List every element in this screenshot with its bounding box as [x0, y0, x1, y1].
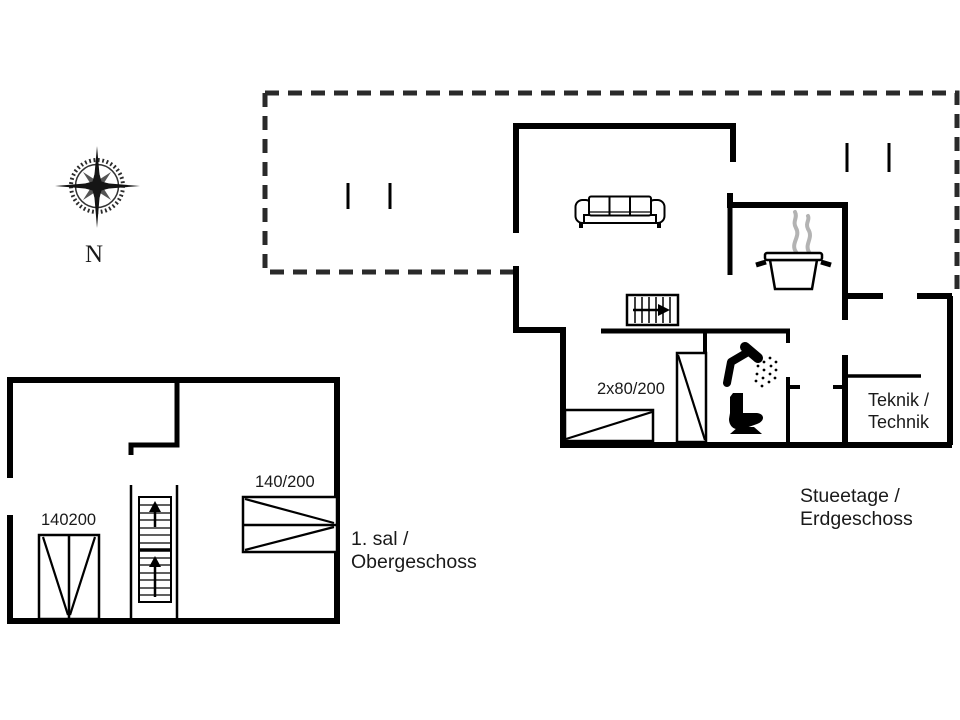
dashed-footprint-outline: [262, 90, 960, 297]
wardrobe-icon-bedroom: [675, 351, 708, 444]
technik-room-label-line1: Teknik /: [868, 390, 930, 410]
stairs-up-icon: [138, 496, 172, 603]
shower-icon: [723, 342, 778, 388]
bed-dimension-label-ground: 2x80/200: [597, 380, 665, 398]
sofa-icon: [574, 195, 666, 228]
ground-floor-name-line1: Stueetage /: [800, 485, 900, 507]
wardrobe-icon-right: [241, 495, 339, 554]
wardrobe-icon-left: [37, 533, 101, 621]
upper-floor-name-line1: 1. sal /: [351, 528, 409, 550]
bed-dimension-label-upper: 140/200: [255, 473, 315, 491]
pot-with-steam-icon: [755, 210, 832, 291]
stairs-right-icon: [625, 293, 680, 327]
upper-floor-name-line2: Obergeschoss: [351, 551, 477, 573]
ground-floor-name-line2: Erdgeschoss: [800, 508, 913, 530]
technik-room-label-line2: Technik: [868, 412, 930, 432]
compass-north-label: N: [85, 241, 104, 268]
bed-icon: [563, 408, 655, 443]
compass-rose-icon: [55, 146, 140, 228]
toilet-icon: [729, 393, 763, 434]
wardrobe-dimension-label: 140200: [41, 511, 97, 529]
window-marks: [346, 143, 891, 209]
